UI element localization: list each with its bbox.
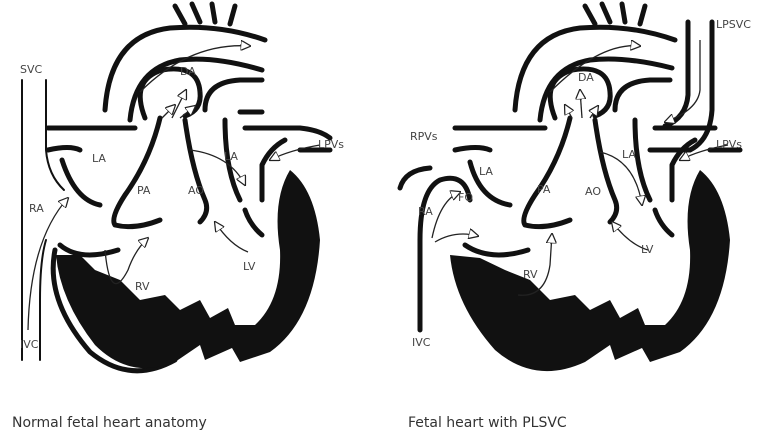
label-lpsvc: LPSVC bbox=[716, 18, 751, 31]
label-la-right-panel: LA bbox=[622, 148, 636, 161]
ivc-vessel bbox=[397, 165, 473, 333]
great-vessel-trunks-plsvc bbox=[521, 115, 653, 230]
ventricles bbox=[50, 170, 320, 374]
label-ivc: IVC bbox=[20, 338, 39, 351]
label-la-left: LA bbox=[479, 165, 493, 178]
great-vessel-trunks bbox=[111, 115, 243, 230]
label-pa: PA bbox=[137, 184, 151, 197]
label-ivc-right: IVC bbox=[412, 336, 431, 349]
label-ao-right: AO bbox=[585, 185, 601, 198]
label-da: DA bbox=[180, 65, 196, 78]
aortic-arch-plsvc bbox=[512, 1, 678, 123]
left-persistent-svc bbox=[647, 19, 715, 153]
caption-plsvc: Fetal heart with PLSVC bbox=[408, 415, 567, 431]
label-da-right: DA bbox=[578, 71, 594, 84]
label-lv-right: LV bbox=[641, 243, 654, 256]
ductus-arteriosus bbox=[137, 66, 265, 121]
flow-arrows bbox=[27, 46, 321, 331]
label-lpvs-right: LPVs bbox=[716, 138, 742, 151]
label-la-right: LA bbox=[224, 150, 238, 163]
label-lv: LV bbox=[243, 260, 256, 273]
aortic-arch bbox=[102, 1, 268, 123]
label-ao: AO bbox=[188, 184, 204, 197]
flow-arrows-plsvc bbox=[431, 46, 729, 296]
plsvc-heart-diagram: LPSVC RPVs LPVs RA FO LA LA PA AO DA RV … bbox=[397, 1, 751, 431]
label-pa-right: PA bbox=[537, 183, 551, 196]
label-ra: RA bbox=[29, 202, 44, 215]
ventricles-plsvc bbox=[450, 170, 730, 372]
normal-heart-diagram: SVC IVC RA LA PA AO DA RV LV LA LPVs Nor… bbox=[12, 1, 344, 431]
label-la: LA bbox=[92, 152, 106, 165]
ductus-arteriosus-plsvc bbox=[547, 66, 673, 121]
label-rpvs: RPVs bbox=[410, 130, 438, 143]
label-fo: FO bbox=[458, 191, 473, 204]
caption-normal: Normal fetal heart anatomy bbox=[12, 415, 207, 431]
label-rv: RV bbox=[135, 280, 150, 293]
label-ra-right: RA bbox=[418, 205, 433, 218]
label-lpvs: LPVs bbox=[318, 138, 344, 151]
label-svc: SVC bbox=[20, 63, 43, 76]
atria bbox=[45, 125, 333, 208]
label-rv-right: RV bbox=[523, 268, 538, 281]
